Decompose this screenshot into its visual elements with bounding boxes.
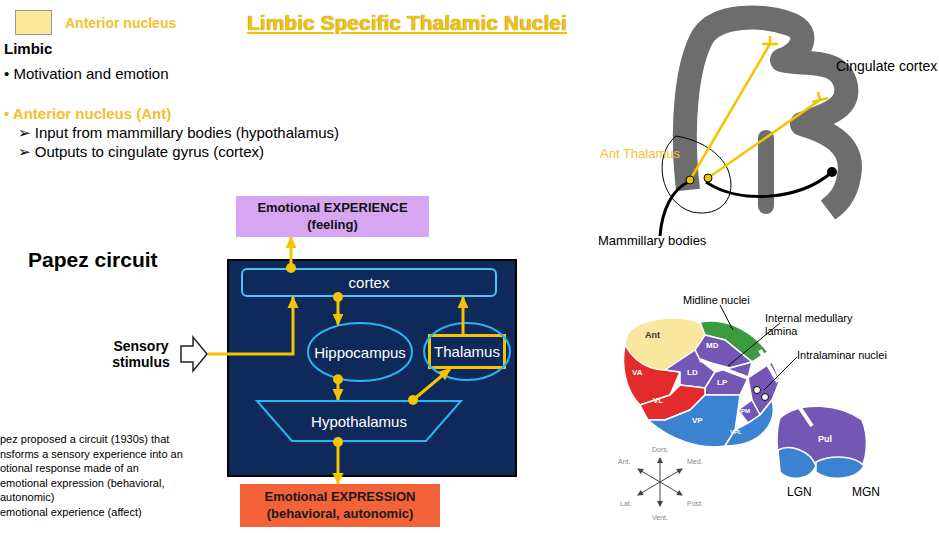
text-label: VPM: [737, 408, 750, 415]
node-text: Sensory stimulus: [108, 338, 174, 370]
text-label: Pul: [818, 434, 832, 444]
node-text: Emotional EXPERIENCE (feeling): [236, 200, 429, 233]
illustration-shape: [706, 172, 832, 197]
illustration-shape: [660, 182, 688, 236]
text-label: VP: [692, 416, 703, 425]
text-label: autonomic): [0, 491, 54, 504]
illustration-shape: [660, 458, 661, 482]
illustration-shape: [638, 482, 660, 495]
flow-dot: [333, 292, 343, 302]
text-label: MGN: [852, 486, 880, 500]
illustration-shape: [762, 36, 778, 44]
illustration-shape: [686, 176, 694, 184]
illustration-shape: [685, 18, 850, 210]
text-label: • Motivation and emotion: [4, 65, 169, 82]
illustration-shape: [660, 482, 661, 506]
text-label: ➢ Outputs to cingulate gyrus (cortex): [18, 143, 264, 160]
node-text: Emotional EXPRESSION (behavioral, autono…: [240, 489, 440, 522]
illustration-shape: [708, 100, 820, 178]
text-label: Post.: [687, 500, 703, 508]
text-label: Cingulate cortex: [836, 58, 937, 74]
flow-arrow: [337, 297, 340, 325]
text-label: emotional expression (behavioral,: [0, 477, 164, 490]
text-label: Med.: [687, 458, 703, 466]
illustration-shape: [816, 457, 864, 478]
trapezoid-outline: [257, 401, 461, 441]
illustration-shape: [754, 387, 761, 394]
legend-text: Anterior nucleus: [65, 15, 176, 31]
illustration-shape: [624, 318, 867, 478]
node-text: cortex: [349, 274, 390, 291]
illustration-shape: [638, 469, 660, 482]
text-label: LD: [687, 368, 698, 377]
stimulus-arrow: Sensory stimulus: [108, 334, 208, 374]
text-label: nsforms a sensory experience into an: [0, 448, 183, 461]
hippocampus-ellipse: Hippocampus: [307, 322, 413, 382]
illustration-shape: [660, 469, 682, 482]
text-label: emotional experience (affect): [0, 506, 142, 519]
text-label: Ant Thalamus: [600, 147, 680, 162]
text-label: Ant.: [618, 458, 630, 466]
text-label: Dors.: [652, 446, 669, 454]
text-label: VL: [653, 396, 663, 405]
illustration-shape: [812, 92, 828, 102]
flow-arrow: [208, 297, 293, 354]
illustration-shape: [660, 482, 682, 495]
illustration-shape: [638, 458, 682, 506]
ellipse-outline: [424, 323, 510, 380]
illustration-shape: [648, 395, 740, 447]
text-label: Midline nuclei: [683, 294, 750, 307]
text-label: Mammillary bodies: [598, 234, 706, 249]
illustration-shape: [700, 350, 812, 426]
text-label: Limbic: [4, 40, 52, 57]
arrow-outline: [181, 337, 207, 371]
illustration-shape: [665, 350, 715, 388]
text-label: ➢ Input from mammillary bodies (hypothal…: [18, 124, 339, 141]
hypothalamus-trapezoid: Hypothalamus: [256, 400, 462, 442]
ellipse-outline: [308, 323, 412, 381]
cortex-band: cortex: [241, 268, 497, 297]
text-label: otional response made of an: [0, 462, 139, 475]
illustration-shape: [778, 448, 816, 479]
text-label: Internal medullary lamina: [765, 312, 860, 337]
feeling-box: Emotional EXPERIENCE (feeling): [236, 196, 429, 237]
flow-arrow: [337, 442, 340, 484]
illustration-shape: [827, 167, 837, 177]
flow-arrow: [413, 369, 450, 400]
flow-arrow: [337, 379, 340, 400]
text-label: • Anterior nucleus (Ant): [4, 105, 171, 122]
text-label: VPL: [730, 429, 742, 436]
node-text: Hypothalamus: [311, 413, 407, 430]
flow-arrow: [290, 237, 293, 268]
text-label: pez proposed a circuit (1930s) that: [0, 433, 169, 446]
node-text: Thalamus: [434, 343, 500, 360]
text-label: LGN: [787, 486, 812, 500]
expression-box: Emotional EXPRESSION (behavioral, autono…: [240, 484, 440, 527]
text-label: VA: [632, 368, 643, 377]
text-label: Vent.: [652, 514, 668, 522]
slide-title: Limbic Specific Thalamic Nuclei: [247, 11, 567, 35]
text-label: Intralaminar nuclei: [797, 349, 887, 362]
text-label: MD: [706, 341, 718, 350]
illustration-shape: [704, 174, 712, 182]
node-text: Hippocampus: [314, 344, 406, 361]
flow-arrow: [462, 297, 465, 334]
illustration-shape: [762, 394, 769, 401]
thalamus-box: Thalamus: [428, 334, 506, 369]
text-label: Ant: [645, 330, 660, 340]
text-label: LP: [717, 378, 727, 387]
illustration-shape: [725, 400, 773, 446]
hollow-arrow: [180, 334, 208, 374]
illustration-shape: [690, 44, 770, 180]
text-label: Lat.: [620, 500, 632, 508]
legend-swatch: [15, 10, 52, 35]
text-label: Papez circuit: [28, 248, 158, 272]
